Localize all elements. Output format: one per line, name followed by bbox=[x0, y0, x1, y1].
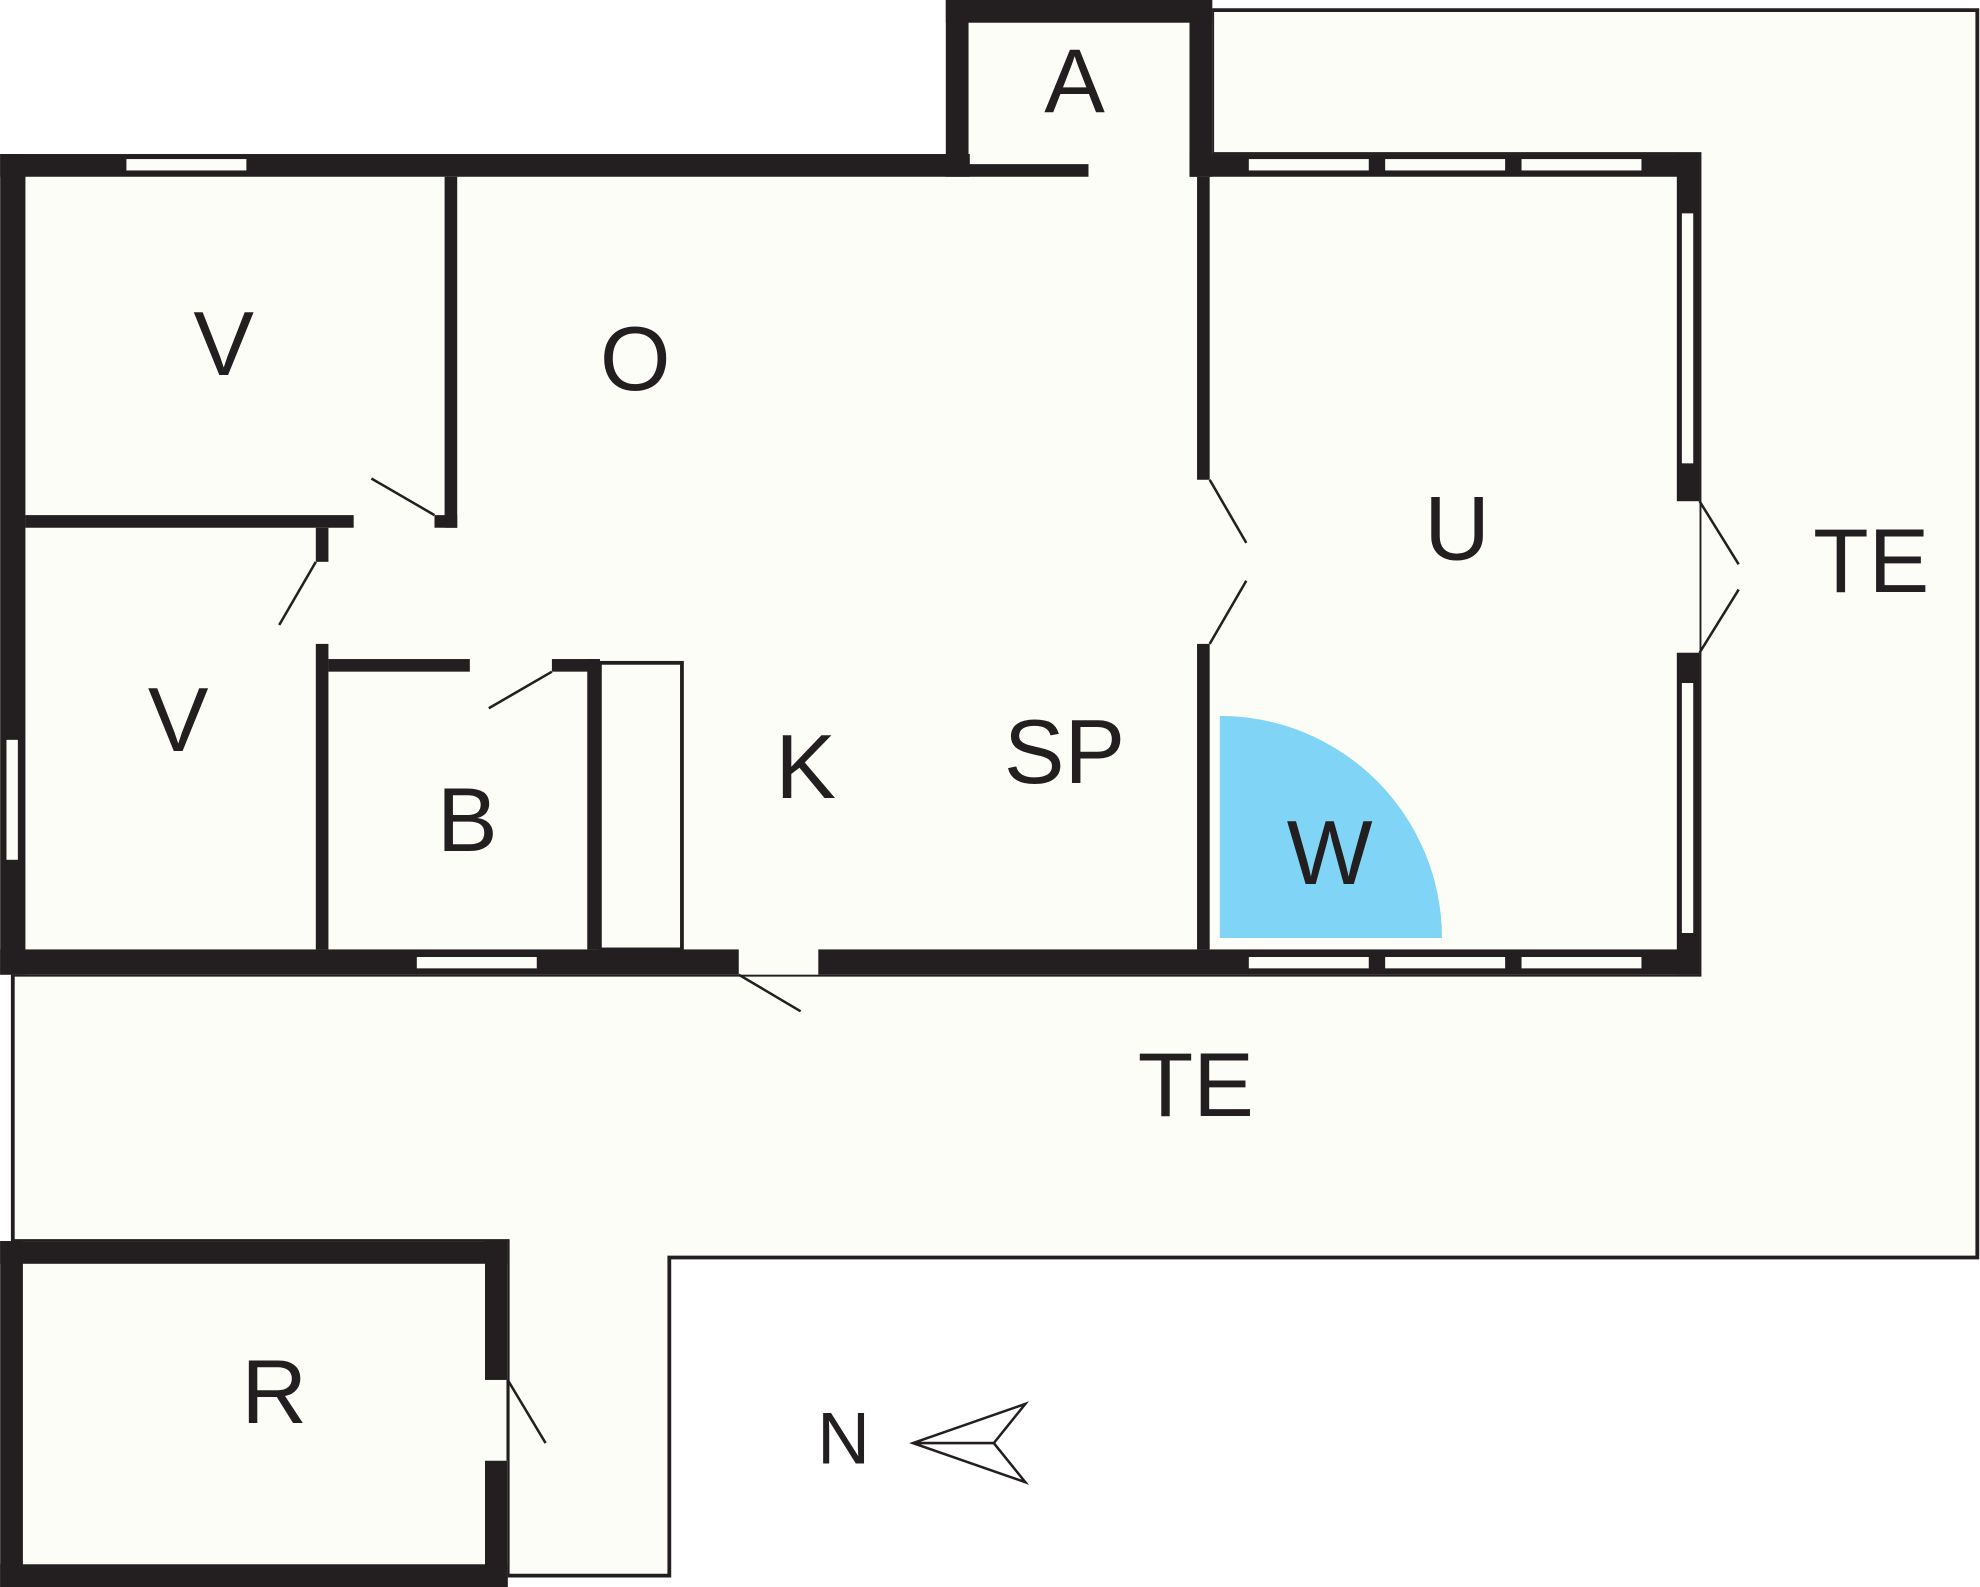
wardrobe-area bbox=[1219, 715, 1442, 939]
windows bbox=[3, 156, 1696, 971]
storage-floor bbox=[0, 1241, 508, 1587]
room-label-sunroom: U bbox=[1424, 478, 1490, 579]
room-label-storage: R bbox=[241, 1342, 307, 1443]
doors bbox=[278, 477, 1740, 1461]
compass-label: N bbox=[817, 1398, 870, 1480]
room-label-wardrobe: W bbox=[1287, 803, 1373, 904]
room-label-living: O bbox=[600, 309, 671, 410]
room-label-terrace-south: TE bbox=[1138, 1035, 1254, 1136]
room-label-bedroom-2: V bbox=[148, 670, 209, 771]
north-arrow-icon bbox=[909, 1401, 1030, 1485]
room-label-bedroom-1: V bbox=[193, 294, 254, 395]
room-label-dining: SP bbox=[1004, 702, 1125, 803]
room-label-entry: A bbox=[1044, 31, 1105, 132]
entry-floor bbox=[945, 0, 1213, 177]
room-label-terrace-east: TE bbox=[1813, 511, 1929, 612]
room-label-kitchen: K bbox=[775, 717, 836, 818]
room-label-bathroom: B bbox=[437, 770, 498, 871]
